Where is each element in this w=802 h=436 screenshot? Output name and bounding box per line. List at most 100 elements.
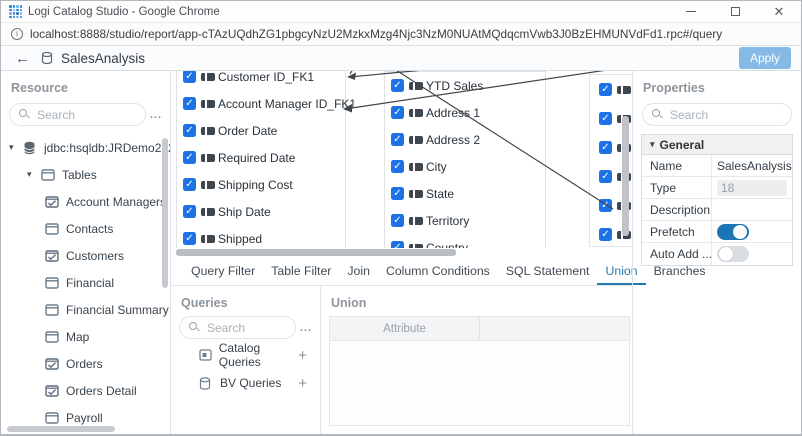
resource-search-input[interactable] <box>9 103 146 126</box>
tree-item[interactable]: ▾ Map <box>1 323 170 350</box>
tree-item[interactable]: ▾ Tables <box>1 161 170 188</box>
tree-item-label: Payroll <box>66 410 103 425</box>
union-attribute-column-header: Attribute <box>383 322 426 335</box>
field-checkbox-checked[interactable]: ✓ <box>391 241 404 248</box>
field-row[interactable]: ✓ Customer ID_FK1 <box>177 71 345 90</box>
field-checkbox-checked[interactable]: ✓ <box>183 97 196 110</box>
field-checkbox-checked[interactable]: ✓ <box>599 228 612 241</box>
field-row[interactable]: ✓ P <box>590 75 632 104</box>
apply-button[interactable]: Apply <box>738 47 791 69</box>
field-checkbox-checked[interactable]: ✓ <box>183 205 196 218</box>
auto-add-toggle[interactable] <box>717 246 749 262</box>
queries-search-input[interactable] <box>179 316 296 339</box>
name-value[interactable]: SalesAnalysis <box>717 158 792 173</box>
property-row-type: Type 18 <box>642 177 792 199</box>
search-icon <box>652 109 660 117</box>
close-button[interactable]: ✕ <box>757 1 801 22</box>
add-query-button[interactable]: + <box>298 346 307 364</box>
tree-item-label: Map <box>66 329 90 344</box>
field-row[interactable]: ✓ YTD Sales <box>385 72 545 99</box>
field-checkbox-checked[interactable]: ✓ <box>391 79 404 92</box>
field-row[interactable]: ✓ Required Date <box>177 144 345 171</box>
query-group-row[interactable]: Catalog Queries + <box>171 341 320 369</box>
tree-item[interactable]: ▾ Financial <box>1 269 170 296</box>
field-checkbox-checked[interactable]: ✓ <box>599 83 612 96</box>
type-value: 18 <box>717 179 787 196</box>
back-icon[interactable]: ← <box>15 49 30 67</box>
tree-item[interactable]: ▾ Account Managers <box>1 188 170 215</box>
field-row[interactable]: ✓ State <box>385 180 545 207</box>
caret-down-icon[interactable]: ▾ <box>27 169 32 179</box>
field-row[interactable]: ✓ City <box>385 153 545 180</box>
tree-item[interactable]: ▾ Customers <box>1 242 170 269</box>
minimize-button[interactable] <box>669 1 713 22</box>
name-label: Name <box>642 155 712 176</box>
tab[interactable]: Column Conditions <box>385 264 490 278</box>
field-row[interactable]: ✓ Ship Date <box>177 198 345 225</box>
table-fields-panel-2: ✓ YTD Sales ✓ Address 1 ✓ <box>384 71 546 248</box>
tab[interactable]: SQL Statement <box>505 264 590 278</box>
tree-item[interactable]: ▾ Orders Detail <box>1 377 170 404</box>
field-label: Shipped <box>218 231 263 246</box>
resource-horizontal-scrollbar[interactable] <box>7 426 115 432</box>
field-checkbox-checked[interactable]: ✓ <box>391 133 404 146</box>
tab[interactable]: Join <box>347 264 370 278</box>
tree-item[interactable]: ▾ jdbc:hsqldb:JRDemo2320 <box>1 134 170 161</box>
field-label: Country <box>426 240 469 249</box>
address-bar[interactable]: i localhost:8888/studio/report/app-cTAzU… <box>1 23 801 46</box>
tab[interactable]: Query Filter <box>191 264 256 278</box>
canvas-vertical-scrollbar[interactable] <box>622 116 629 236</box>
tab[interactable]: Branches <box>653 264 706 278</box>
maximize-button[interactable] <box>713 1 757 22</box>
description-value[interactable] <box>712 199 792 220</box>
field-label: Order Date <box>218 123 278 138</box>
field-checkbox-checked[interactable]: ✓ <box>599 112 612 125</box>
canvas-horizontal-scrollbar[interactable] <box>176 249 456 256</box>
field-row[interactable]: ✓ Country <box>385 234 545 248</box>
query-design-canvas: ✓ Customer ID_FK1 ✓ Account Manager ID_F… <box>171 71 632 248</box>
field-checkbox-checked[interactable]: ✓ <box>599 141 612 154</box>
field-checkbox-checked[interactable]: ✓ <box>391 187 404 200</box>
field-row[interactable]: ✓ Shipping Cost <box>177 171 345 198</box>
tree-item[interactable]: ▾ Orders <box>1 350 170 377</box>
url-text[interactable]: localhost:8888/studio/report/app-cTAzUQd… <box>30 27 723 41</box>
info-icon[interactable]: i <box>11 28 23 40</box>
tab[interactable]: Union <box>597 257 646 285</box>
field-checkbox-checked[interactable]: ✓ <box>183 71 196 83</box>
field-row[interactable]: ✓ Address 1 <box>385 99 545 126</box>
properties-search-input[interactable] <box>642 103 792 126</box>
prefetch-toggle[interactable] <box>717 223 749 240</box>
tree-item[interactable]: ▾ Contacts <box>1 215 170 242</box>
field-checkbox-checked[interactable]: ✓ <box>599 170 612 183</box>
general-group-header[interactable]: ▾ General <box>642 135 792 155</box>
resource-menu-dots-icon[interactable]: ... <box>149 108 162 121</box>
query-group-row[interactable]: BV Queries + <box>171 369 320 397</box>
queries-menu-dots-icon[interactable]: ... <box>299 321 312 334</box>
field-checkbox-checked[interactable]: ✓ <box>183 151 196 164</box>
resource-vertical-scrollbar[interactable] <box>162 138 168 288</box>
tab[interactable]: Table Filter <box>271 264 332 278</box>
field-checkbox-checked[interactable]: ✓ <box>183 232 196 245</box>
tree-item-label: Orders <box>66 356 103 371</box>
search-icon <box>19 109 27 117</box>
tree-item[interactable]: ▾ Financial Summary <box>1 296 170 323</box>
add-query-button[interactable]: + <box>298 374 307 392</box>
field-label: Account Manager ID_FK1 <box>218 96 357 111</box>
field-checkbox-checked[interactable]: ✓ <box>599 199 612 212</box>
field-row[interactable]: ✓ Shipped <box>177 225 345 248</box>
tree-item[interactable]: ▾ Payroll <box>1 404 170 431</box>
field-row[interactable]: ✓ Account Manager ID_FK1 <box>177 90 356 117</box>
field-checkbox-checked[interactable]: ✓ <box>183 124 196 137</box>
field-checkbox-checked[interactable]: ✓ <box>391 160 404 173</box>
field-checkbox-checked[interactable]: ✓ <box>391 106 404 119</box>
field-row[interactable]: ✓ Address 2 <box>385 126 545 153</box>
field-checkbox-checked[interactable]: ✓ <box>183 178 196 191</box>
caret-down-icon[interactable]: ▾ <box>9 142 14 152</box>
field-row[interactable]: ✓ Order Date <box>177 117 345 144</box>
queries-panel-title: Queries <box>181 296 228 310</box>
column-field-icon <box>201 153 215 162</box>
field-checkbox-checked[interactable]: ✓ <box>391 214 404 227</box>
field-row[interactable]: ✓ Territory <box>385 207 545 234</box>
column-field-icon <box>201 72 215 81</box>
